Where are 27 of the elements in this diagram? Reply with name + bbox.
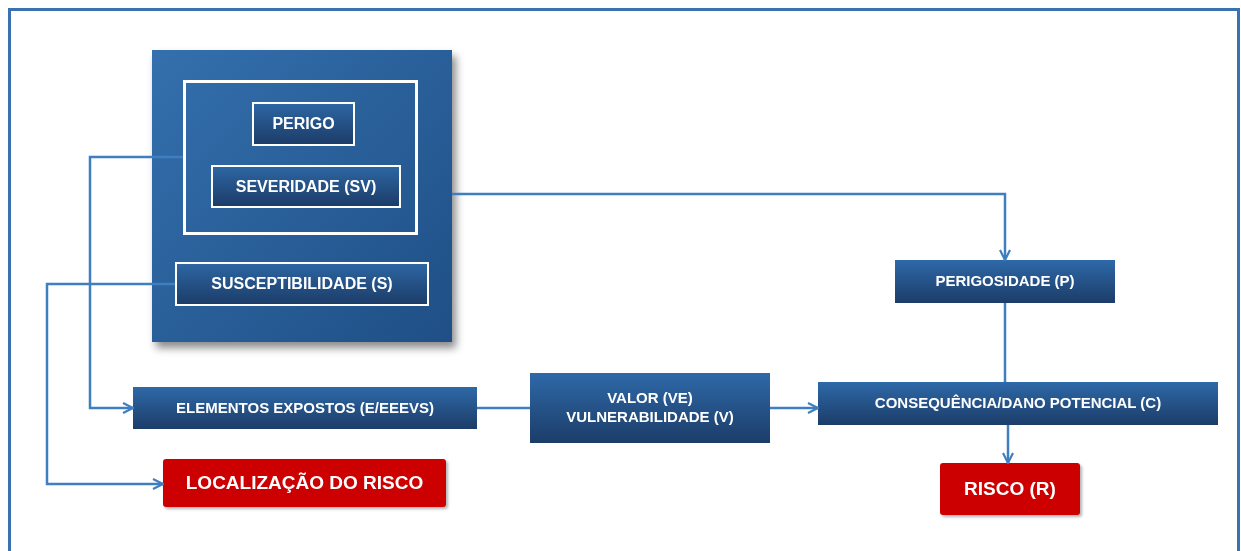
box-label: ELEMENTOS EXPOSTOS (E/EEEVS) xyxy=(176,398,434,418)
arrow xyxy=(452,192,1012,262)
connector-line xyxy=(477,406,530,410)
arrow xyxy=(770,401,820,415)
label-box xyxy=(175,262,429,306)
label-box xyxy=(252,102,355,146)
result-box xyxy=(163,459,446,507)
box-label: RISCO (R) xyxy=(964,477,1056,501)
process-box xyxy=(133,387,477,429)
arrow xyxy=(45,282,175,491)
box-label: PERIGO xyxy=(272,114,335,134)
outer-panel xyxy=(152,50,452,342)
box-label: VALOR (VE) VULNERABILIDADE (V) xyxy=(565,389,735,427)
process-box xyxy=(530,373,770,443)
box-label: SUSCEPTIBILIDADE (S) xyxy=(211,274,393,294)
arrow xyxy=(88,155,183,415)
result-box xyxy=(940,463,1080,515)
box-label: LOCALIZAÇÃO DO RISCO xyxy=(185,471,424,495)
label-box xyxy=(211,165,401,208)
box-label: CONSEQUÊNCIA/DANO POTENCIAL (C) xyxy=(874,394,1162,413)
process-box xyxy=(818,382,1218,425)
connector-line xyxy=(1003,303,1007,382)
process-box xyxy=(895,260,1115,303)
box-label: SEVERIDADE (SV) xyxy=(235,176,377,197)
arrow xyxy=(1001,425,1015,465)
box-label: PERIGOSIDADE (P) xyxy=(935,272,1075,291)
inner-frame xyxy=(183,80,418,235)
